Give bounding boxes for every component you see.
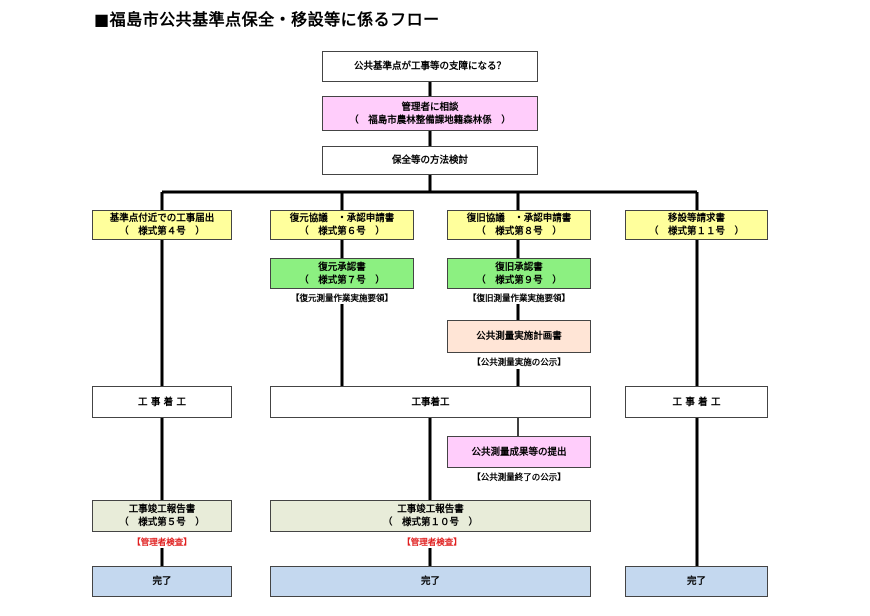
consult-department: （ 福島市農林整備課地籍森林係 ） [349, 114, 511, 126]
done-box-col4: 完了 [625, 566, 768, 597]
page-title: ■福島市公共基準点保全・移設等に係るフロー [94, 10, 440, 29]
restore-approval-title: 復元承認書 [318, 261, 366, 273]
work-notice-box: 基準点付近での工事届出 （ 様式第４号 ） [92, 210, 232, 240]
work-notice-form: （ 様式第４号 ） [119, 226, 205, 237]
survey-start-notice-note: 【公共測量実施の公示】 [459, 356, 579, 368]
survey-result-submission-box: 公共測量成果等の提出 [447, 436, 591, 468]
recovery-survey-guideline-note: 【復旧測量作業実施要領】 [455, 292, 583, 304]
done-box-col23: 完了 [270, 566, 591, 597]
survey-result-title: 公共測量成果等の提出 [471, 446, 567, 458]
relocation-request-title: 移設等請求書 [667, 213, 725, 224]
relocation-request-form: （ 様式第１１号 ） [648, 226, 744, 237]
survey-plan-title: 公共測量実施計画書 [476, 331, 562, 342]
method-review-box: 保全等の方法検討 [322, 146, 538, 175]
restore-approval-form: （ 様式第７号 ） [299, 274, 385, 286]
restore-application-title: 復元協議 ・承認申請書 [289, 213, 395, 224]
done-box-col1: 完了 [92, 566, 232, 597]
completion-report-box-col1: 工事竣工報告書 （ 様式第５号 ） [92, 500, 232, 532]
survey-plan-box: 公共測量実施計画書 [447, 320, 591, 353]
construction-start-box-col23: 工事着工 [270, 386, 591, 418]
done-text-col23: 完了 [420, 576, 440, 587]
construction-start-text-col4: 工 事 着 工 [672, 396, 721, 408]
construction-start-text-col23: 工事着工 [411, 396, 450, 408]
completion-report-title-col23: 工事竣工報告書 [397, 504, 464, 515]
consult-title: 管理者に相談 [401, 101, 459, 113]
work-notice-title: 基準点付近での工事届出 [109, 213, 215, 224]
completion-report-title-col1: 工事竣工報告書 [128, 504, 196, 515]
construction-start-text-col1: 工 事 着 工 [138, 396, 186, 408]
completion-report-form-col1: （ 様式第５号 ） [119, 517, 205, 528]
construction-start-box-col4: 工 事 着 工 [625, 386, 768, 418]
done-text-col1: 完了 [152, 576, 172, 587]
recovery-approval-box: 復旧承認書 （ 様式第９号 ） [447, 258, 591, 289]
recovery-application-title: 復旧協議 ・承認申請書 [466, 213, 572, 224]
manager-inspection-note-col23: 【管理者検査】 [392, 536, 472, 548]
survey-end-notice-note: 【公共測量終了の公示】 [459, 471, 579, 483]
recovery-application-box: 復旧協議 ・承認申請書 （ 様式第８号 ） [447, 210, 591, 240]
construction-start-box-col1: 工 事 着 工 [92, 386, 232, 418]
consult-manager-box: 管理者に相談 （ 福島市農林整備課地籍森林係 ） [322, 96, 538, 131]
recovery-approval-title: 復旧承認書 [495, 261, 543, 273]
relocation-request-box: 移設等請求書 （ 様式第１１号 ） [625, 210, 768, 240]
question-box: 公共基準点が工事等の支障になる？ [322, 51, 538, 82]
recovery-application-form: （ 様式第８号 ） [476, 226, 562, 237]
method-text: 保全等の方法検討 [391, 155, 468, 166]
restore-application-box: 復元協議 ・承認申請書 （ 様式第６号 ） [270, 210, 414, 240]
restore-survey-guideline-note: 【復元測量作業実施要領】 [278, 292, 406, 304]
completion-report-form-col23: （ 様式第１０号 ） [382, 517, 478, 528]
manager-inspection-note-col1: 【管理者検査】 [122, 536, 202, 548]
recovery-approval-form: （ 様式第９号 ） [476, 274, 562, 286]
completion-report-box-col23: 工事竣工報告書 （ 様式第１０号 ） [270, 500, 591, 532]
restore-approval-box: 復元承認書 （ 様式第７号 ） [270, 258, 414, 289]
question-text: 公共基準点が工事等の支障になる？ [353, 61, 506, 72]
done-text-col4: 完了 [686, 576, 706, 587]
restore-application-form: （ 様式第６号 ） [299, 226, 385, 237]
